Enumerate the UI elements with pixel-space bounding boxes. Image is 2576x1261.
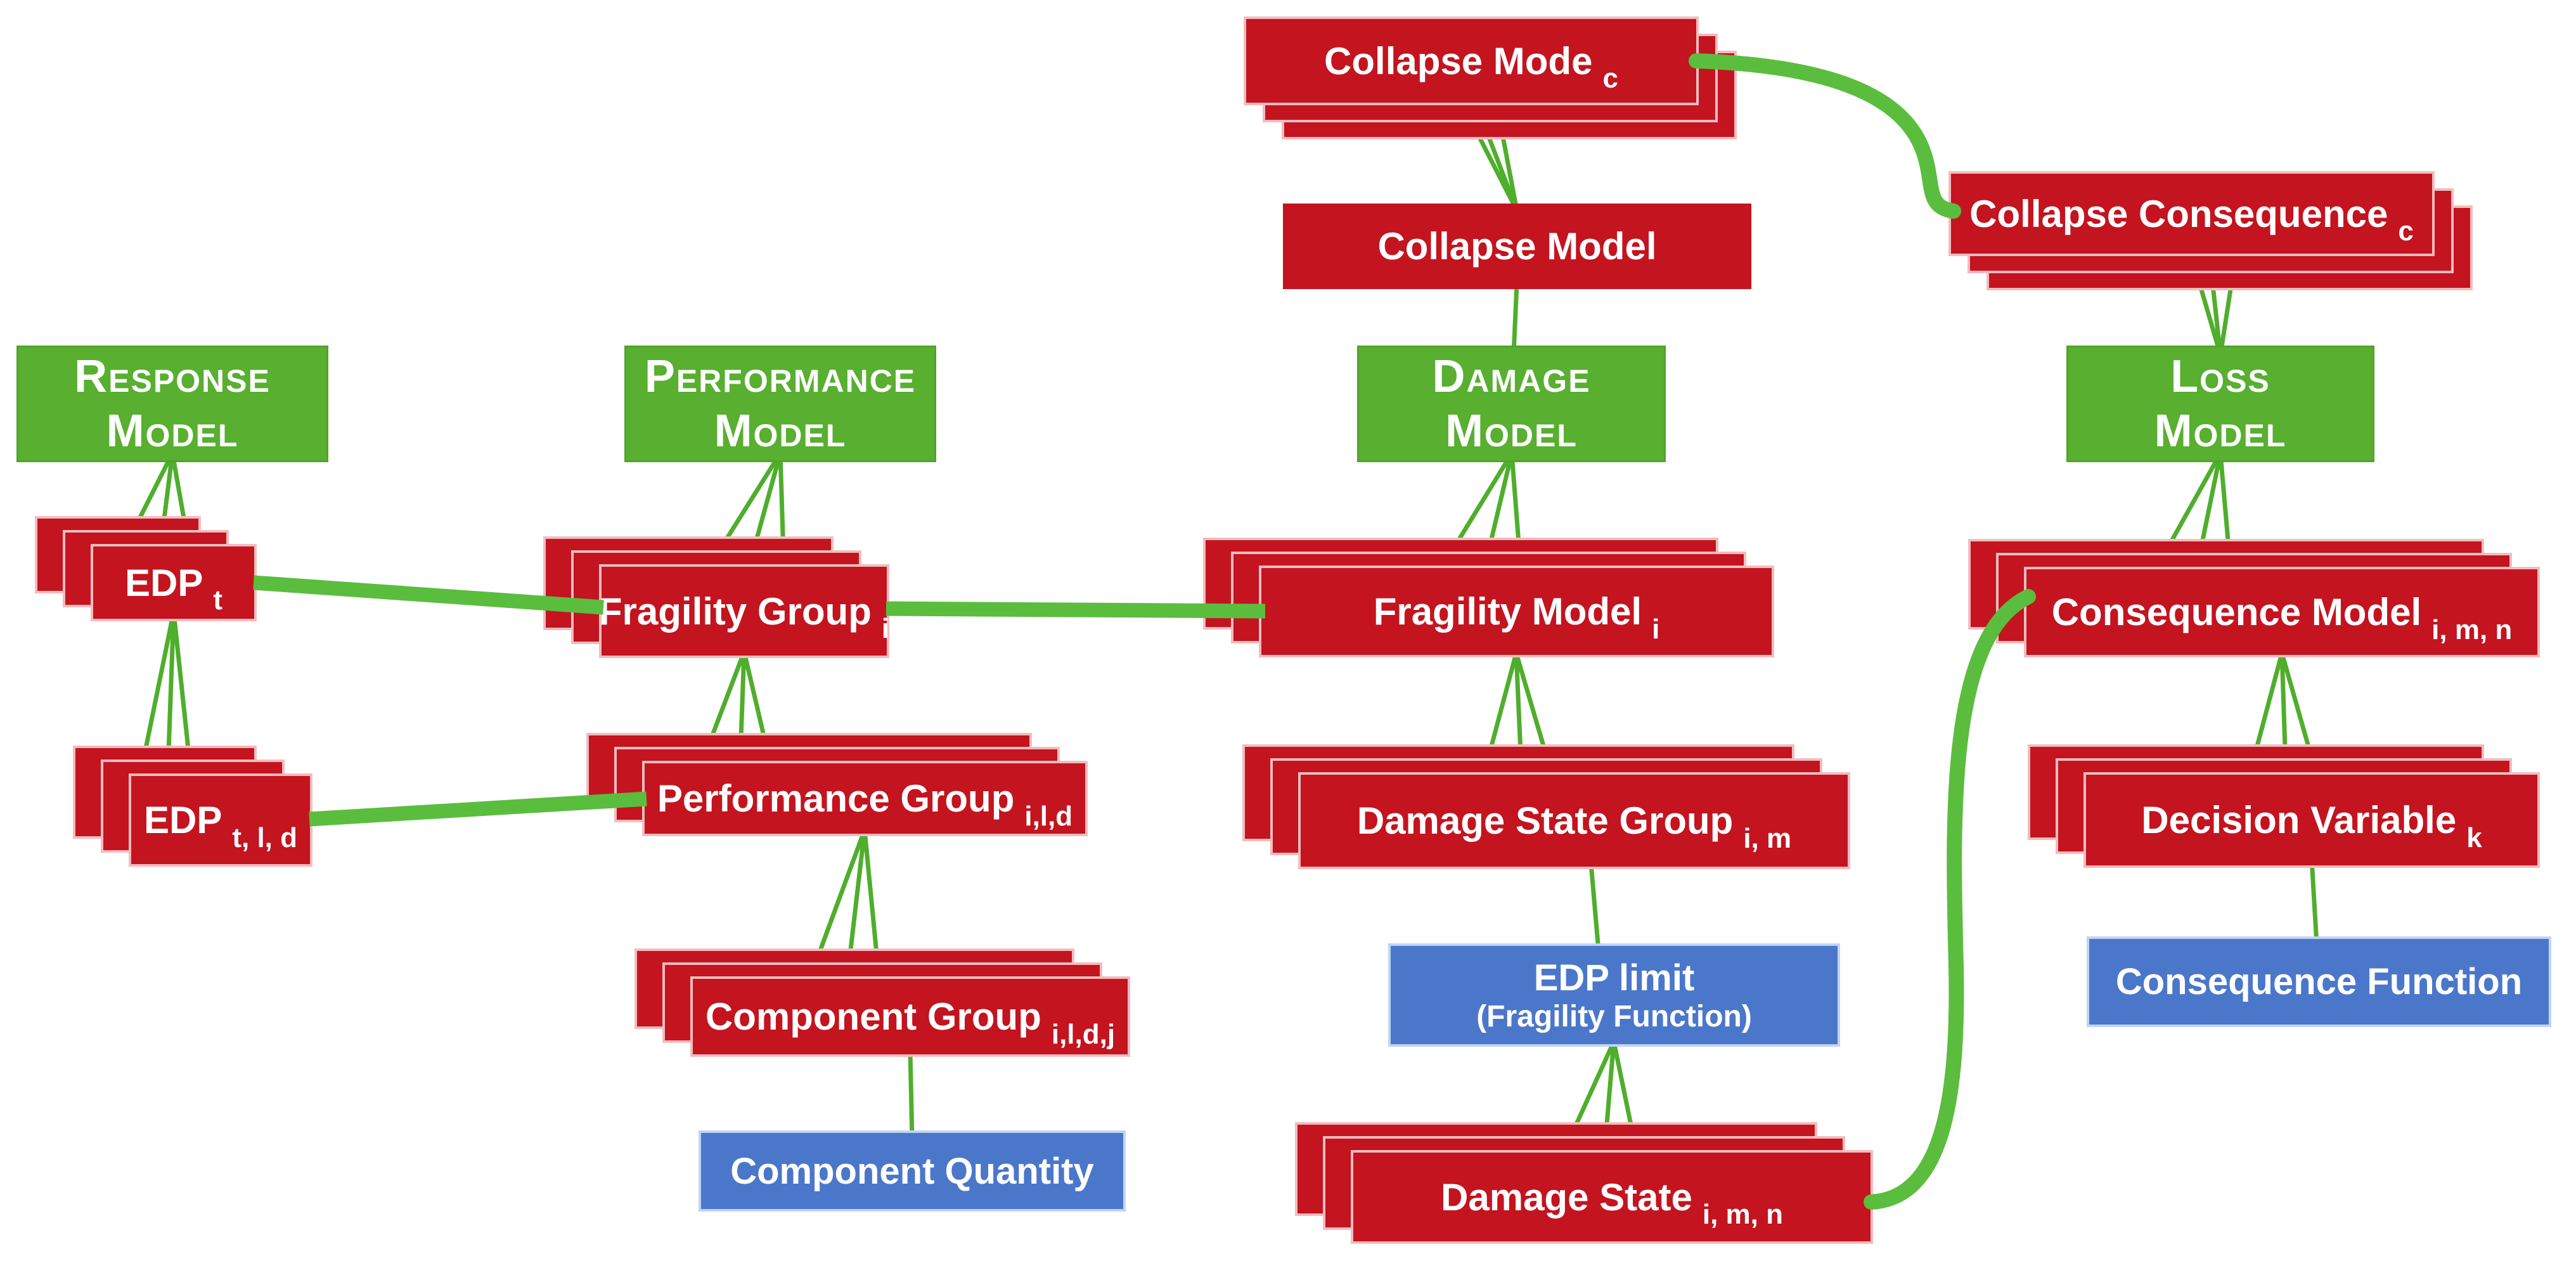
box-label: Performance Group [657,777,1015,820]
connector-line [1453,452,1514,548]
connector-fragility-group-to-fragility-model [886,601,1266,619]
box-label: Damage State [1441,1175,1692,1219]
connector-damage-state-to-consequence-model [1864,589,2036,1210]
connector-line [1487,652,1519,754]
damage-state-box: Damage State i, m, n [1351,1150,1873,1244]
consequence-function-box: Consequence Function [2087,936,2551,1027]
damage-model-header: Damage Model [1357,346,1666,462]
connector-line [721,452,782,546]
box-label: Fragility Model [1373,590,1642,633]
box-subscript: i [1652,613,1660,645]
connector-line [846,829,867,972]
box-label: Collapse Model [1377,225,1657,268]
box-label: Damage State Group [1356,799,1734,842]
connector-line [142,611,176,755]
edp-t-box: EDP t [91,544,257,621]
connector-line [1571,1040,1616,1132]
connector-line [908,1052,915,1139]
connector-line [1511,283,1519,354]
connector-line [2253,652,2284,754]
box-subscript: i,l,d [1024,800,1073,832]
box-subscript: i, m, n [1702,1199,1783,1230]
connector-edp-tld-to-performance-group [309,791,647,827]
fragility-group-box: Fragility Group i [599,564,889,658]
connector-line [1588,863,1601,952]
collapse-model-box: Collapse Model [1283,204,1751,289]
box-label: EDP limit [1533,957,1695,999]
consequence-model-box: Consequence Model i, m, n [2024,567,2540,657]
box-label: EDP [124,561,203,604]
box-subscript: t [213,585,223,616]
header-line: Response [74,351,271,402]
header-line: Model [714,406,847,456]
performance-model-header: Performance Model [624,346,936,462]
box-label: Component Group [705,995,1041,1038]
response-model-header: Response Model [16,346,328,462]
box-subscript: c [1602,63,1618,94]
connector-line [134,452,175,526]
box-label: Decision Variable [2141,799,2457,841]
decision-variable-box: Decision Variable k [2083,772,2540,868]
edp-tld-box: EDP t, l, d [129,773,312,867]
header-line: Loss [2170,351,2270,402]
header-line: Model [106,406,239,456]
box-subscript: i [881,613,890,644]
damage-state-group-box: Damage State Group i, m [1298,772,1850,869]
connector-line [2309,858,2319,945]
box-label: EDP [143,799,222,841]
connector-line [2165,452,2223,549]
fragility-model-box: Fragility Model i [1259,566,1774,657]
box-subscript: k [2466,822,2482,853]
box-subscript: t, l, d [232,822,298,853]
collapse-consequence-box: Collapse Consequence c [1948,171,2435,256]
header-line: Performance [644,351,917,402]
box-label: Component Quantity [730,1150,1094,1192]
box-subscript: i, m [1743,822,1792,854]
connector-line [707,650,747,743]
connector-line [165,611,176,769]
box-subscript: i, m, n [2431,614,2513,645]
connector-line [1500,133,1519,211]
component-group-box: Component Group i,l,d,j [690,976,1130,1057]
thick-connectors [253,53,2036,1210]
header-line: Model [2154,406,2287,456]
connector-line [2218,285,2234,356]
header-line: Damage [1432,351,1591,402]
connector-collapse-mode-to-collapse-consequence [1689,53,1961,219]
header-line: Model [1445,406,1578,456]
box-label: Collapse Mode [1324,39,1593,82]
collapse-mode-box: Collapse Mode c [1244,16,1699,105]
connector-line [815,829,867,959]
box-label-line2: (Fragility Function) [1476,999,1752,1033]
box-label: Fragility Group [598,590,872,633]
box-subscript: c [2398,216,2414,247]
box-label: Consequence Function [2115,961,2523,1002]
box-label: Consequence Model [2051,591,2422,633]
edp-limit-box: EDP limit (Fragility Function) [1388,943,1840,1047]
loss-model-header: Loss Model [2066,346,2374,462]
box-label: Collapse Consequence [1969,192,2388,235]
box-subscript: i,l,d,j [1051,1018,1116,1050]
component-quantity-box: Component Quantity [699,1130,1126,1212]
connector-edp-to-fragility-group [253,575,604,615]
